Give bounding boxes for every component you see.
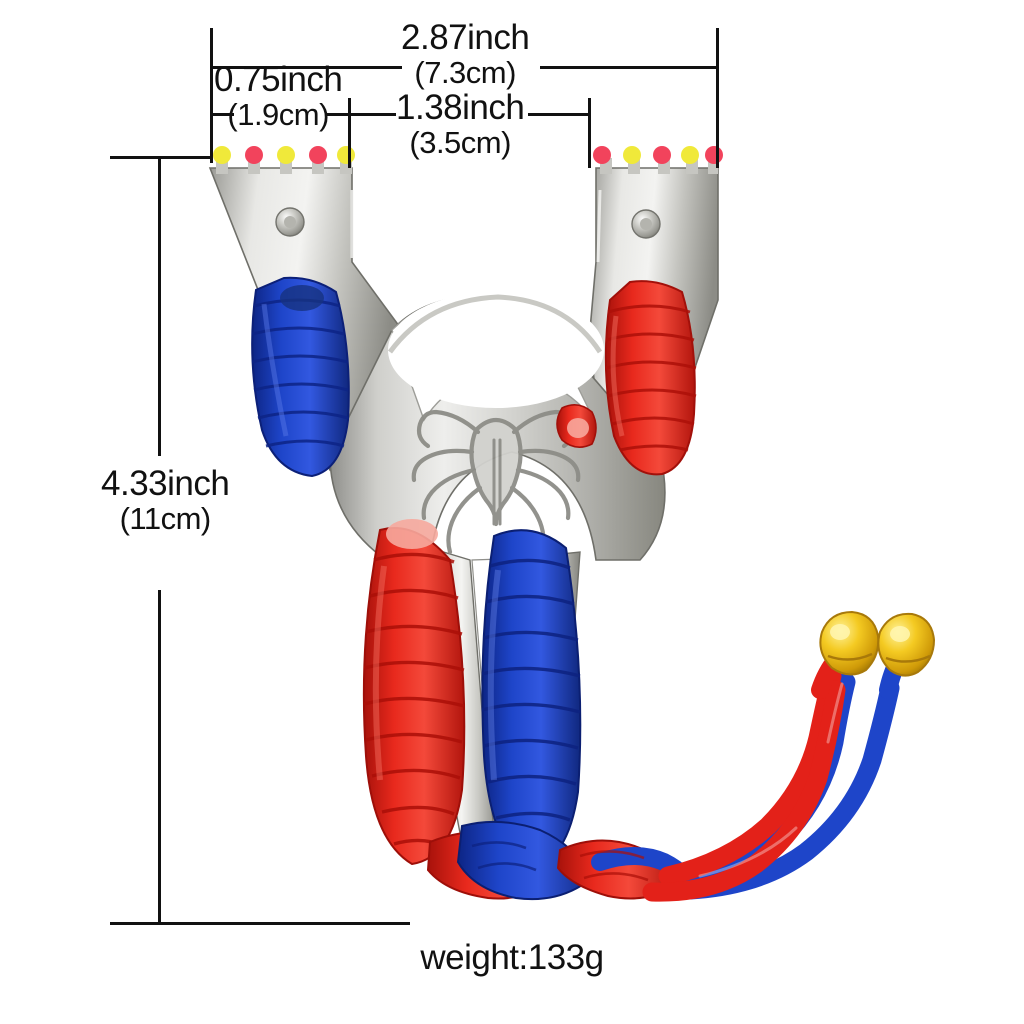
dimension-label-total-width: 2.87inch (7.3cm) — [401, 18, 530, 90]
height-inch: 4.33inch — [101, 464, 230, 503]
weight-label: weight:133g — [420, 938, 604, 977]
dimension-line-total-width-left — [210, 66, 402, 69]
right-fork-beads — [593, 146, 723, 174]
fork-width-cm: (1.9cm) — [227, 96, 329, 132]
lanyard-knot — [426, 820, 699, 901]
spider-emblem — [411, 409, 581, 555]
handle-red-wrap — [362, 519, 466, 866]
extension-line-left-outer — [210, 28, 213, 163]
dimension-label-height: 4.33inch (11cm) — [101, 464, 230, 536]
left-fork-blue-wrap — [251, 276, 350, 478]
dimension-label-fork-gap: 1.38inch (3.5cm) — [396, 88, 525, 160]
total-width-inch: 2.87inch — [401, 18, 530, 57]
dimension-line-height-upper — [158, 156, 161, 456]
fork-gap-cm: (3.5cm) — [409, 124, 511, 160]
dimension-line-fork-width-right — [326, 113, 350, 116]
dimension-line-fork-width-left — [210, 113, 234, 116]
handle-blue-wrap — [481, 529, 582, 872]
dimension-label-fork-width: 0.75inch (1.9cm) — [214, 60, 343, 132]
bell-red-cord — [819, 610, 880, 676]
extension-line-bottom — [110, 922, 410, 925]
fork-width-inch: 0.75inch — [214, 60, 343, 99]
dimension-line-fork-gap-left — [348, 113, 396, 116]
right-fork-red-wrap — [556, 280, 697, 476]
dimension-line-total-width-right — [540, 66, 719, 69]
height-cm: (11cm) — [119, 500, 212, 536]
extension-line-fork-inner — [348, 98, 351, 168]
rivets — [275, 207, 661, 239]
cord-tails — [642, 651, 907, 902]
dimension-line-height-lower — [158, 590, 161, 924]
fork-tip-beads — [213, 146, 723, 174]
total-width-cm: (7.3cm) — [414, 54, 516, 90]
extension-line-right-outer — [716, 28, 719, 168]
bell-blue-cord — [877, 612, 936, 677]
fork-gap-inch: 1.38inch — [396, 88, 525, 127]
bell-ornaments — [819, 610, 936, 677]
dimension-line-fork-gap-right — [528, 113, 590, 116]
extension-line-gap-right — [588, 98, 591, 168]
left-fork-beads — [213, 146, 355, 174]
